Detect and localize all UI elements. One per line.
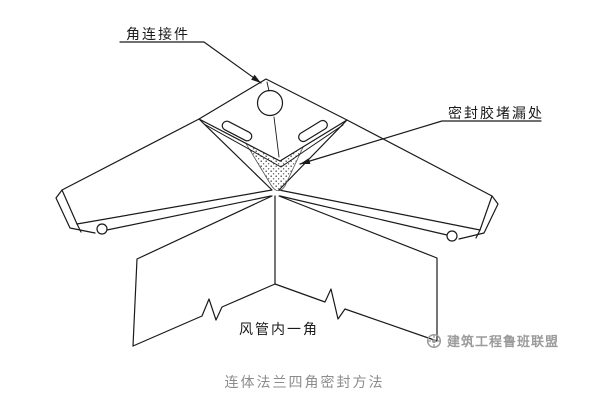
right-flange (278, 119, 499, 242)
callout-corner-connector: 角连接件 (126, 26, 190, 42)
diagram-caption: 连体法兰四角密封方法 (224, 374, 385, 390)
slot-right (298, 119, 328, 143)
leader-sealant (299, 120, 542, 165)
left-flange (55, 118, 273, 235)
break-mark-right (274, 283, 438, 342)
callout-sealant-leak-point: 密封胶堵漏处 (448, 105, 544, 121)
break-mark-left (132, 283, 276, 347)
luban-alliance-logo-icon (426, 333, 442, 349)
label-duct-inner-corner: 风管内一角 (239, 321, 319, 337)
leader-corner-connector (119, 41, 262, 84)
bolt-hole (256, 89, 284, 117)
slot-left (221, 120, 253, 142)
watermark-text: 建筑工程鲁班联盟 (447, 334, 560, 349)
watermark: 建筑工程鲁班联盟 (426, 331, 559, 350)
corner-connector-plate (198, 78, 348, 168)
duct-walls (132, 195, 438, 347)
